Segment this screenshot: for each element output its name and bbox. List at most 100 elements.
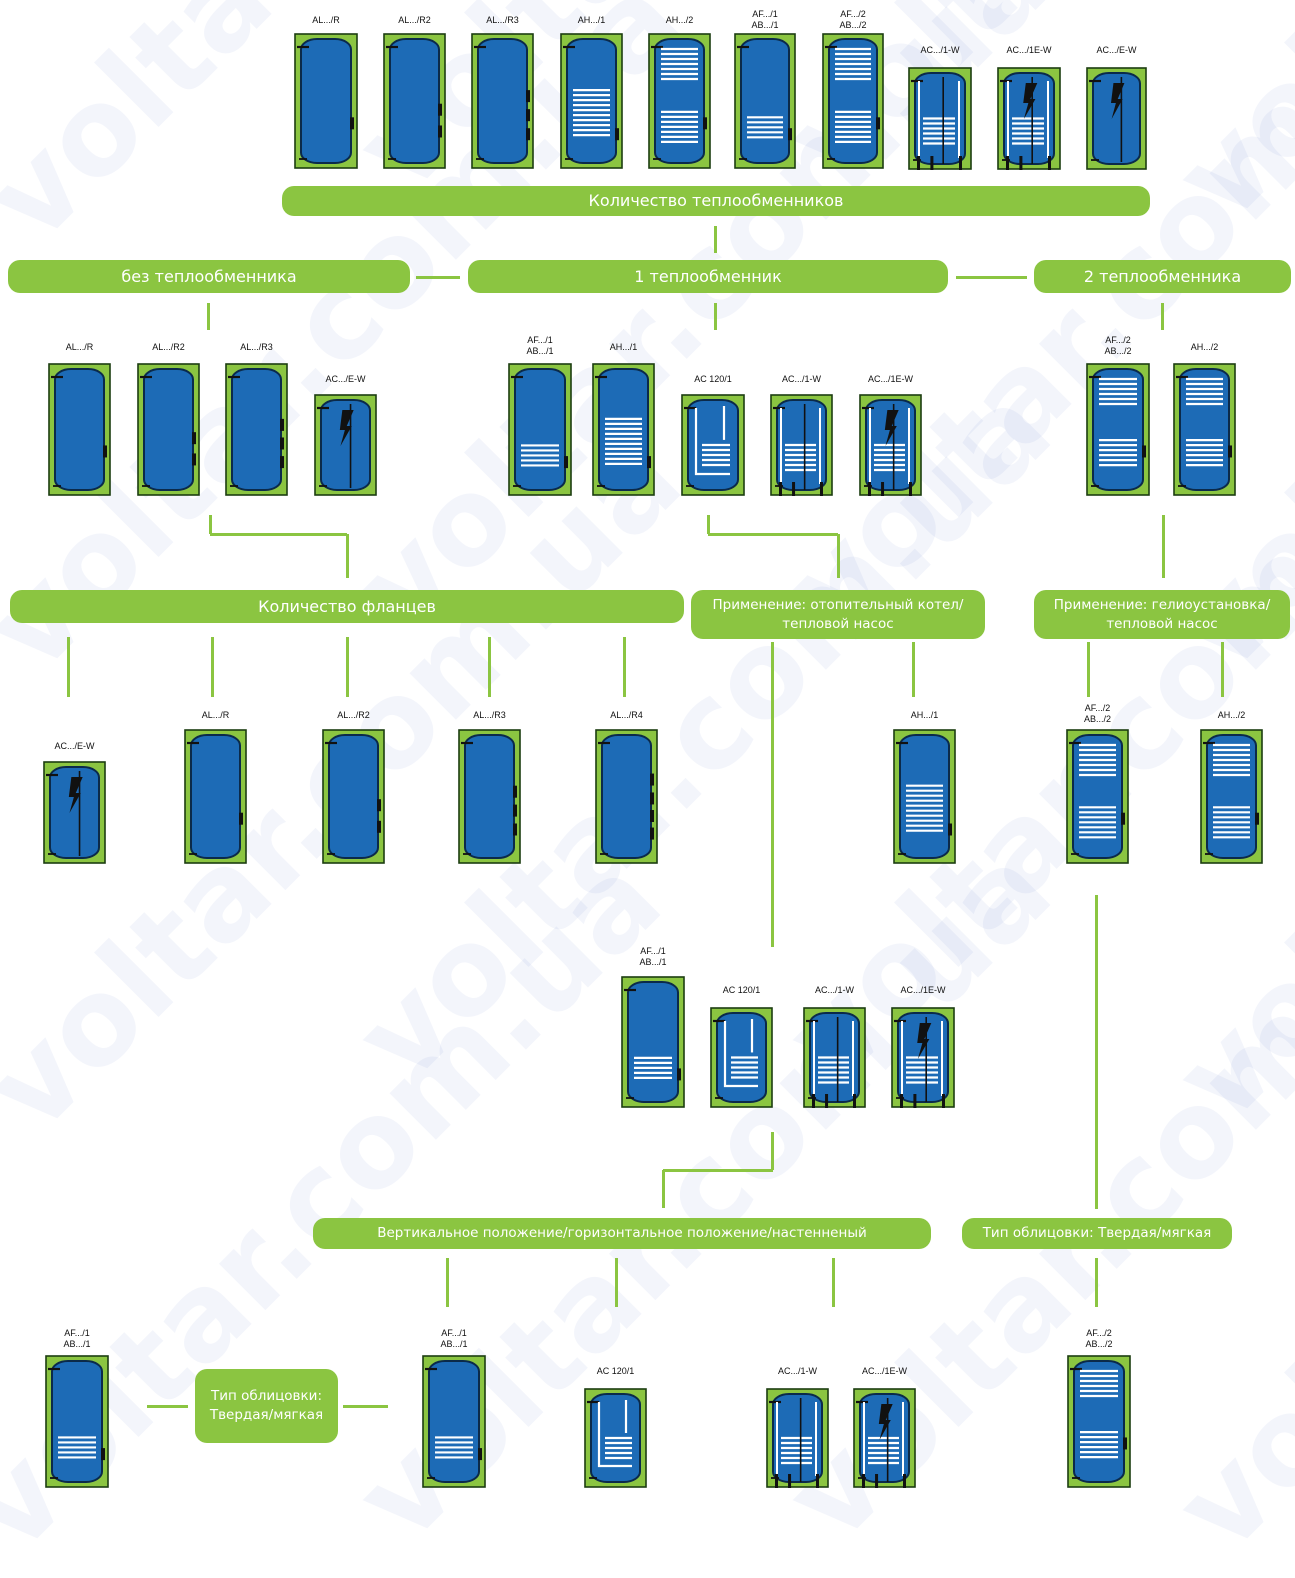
connector-line (661, 1170, 665, 1208)
tank-ac120-icon (584, 1388, 647, 1488)
connector-line (147, 1404, 188, 1408)
tank-r-icon (184, 729, 247, 864)
watermark-text: voltar.com.ua (760, 820, 1295, 1569)
tank-model-label: AL.../R (201, 710, 230, 720)
connector-line (831, 1258, 835, 1307)
tank-model-label: AC 120/1 (596, 1366, 635, 1376)
tank-model-label: AF.../1 AB.../1 (526, 335, 554, 356)
connector-line (208, 515, 212, 534)
pill-hx-count: Количество теплообменников (282, 186, 1150, 216)
tank-ac1ew-icon (859, 394, 922, 496)
tank-model-label: AH.../1 (577, 15, 606, 25)
connector-line (911, 642, 915, 697)
tank-model-label: AL.../R2 (398, 15, 431, 25)
connector-line (345, 534, 349, 578)
pill-no-exchanger: без теплообменника (8, 260, 410, 293)
pill-mounting-position: Вертикальное положение/горизонтальное по… (313, 1218, 931, 1249)
pill-label: Количество теплообменников (588, 191, 844, 210)
connector-line (343, 1404, 388, 1408)
connector-line (1094, 895, 1098, 1209)
tank-model-label: AC 120/1 (722, 985, 761, 995)
tank-acew-icon (1086, 67, 1147, 170)
pill-cladding-type: Тип облицовки: Твердая/мягкая (962, 1218, 1232, 1249)
tank-acew-icon (43, 761, 106, 864)
connector-line (210, 532, 347, 536)
tank-acew-icon (314, 394, 377, 496)
tank-ah1-icon (893, 729, 956, 864)
tank-ac1w-icon (770, 394, 833, 496)
connector-line (614, 1258, 618, 1307)
connector-line (663, 1168, 773, 1172)
tank-model-label: AL.../R (65, 342, 94, 352)
watermark-text: voltar.com.ua (1150, 830, 1295, 1578)
tank-ah2-icon (1173, 363, 1236, 496)
tank-model-label: AF.../1 AB.../1 (751, 9, 779, 30)
pill-label: Тип облицовки: Твердая/мягкая (982, 1225, 1212, 1241)
connector-line (487, 637, 491, 697)
tank-af1-icon (422, 1355, 486, 1488)
tank-model-label: AC.../1-W (920, 45, 960, 55)
pill-label: без теплообменника (121, 266, 297, 286)
tank-model-label: AL.../R2 (152, 342, 185, 352)
tank-model-label: AC 120/1 (694, 374, 732, 384)
tank-ah1-icon (592, 363, 655, 496)
pill-application-boiler: Применение: отопительный котел/ тепловой… (691, 590, 985, 639)
tank-ac1w-icon (766, 1388, 829, 1488)
tank-ah2-icon (1066, 729, 1129, 864)
tank-af1-icon (45, 1355, 109, 1488)
tank-model-label: AC.../1-W (777, 1366, 817, 1376)
tank-model-label: AC.../1E-W (1006, 45, 1052, 55)
tank-model-label: AC.../E-W (325, 374, 366, 384)
pill-label: Применение: отопительный котел/ тепловой… (712, 596, 964, 632)
tank-model-label: AF.../2 AB.../2 (1104, 335, 1132, 356)
pill-two-exchangers: 2 теплообменника (1034, 260, 1291, 293)
connector-line (1220, 642, 1224, 697)
connector-line (622, 637, 626, 697)
connector-line (416, 275, 460, 279)
tank-r2-icon (383, 33, 446, 169)
tank-model-label: AH.../1 (910, 710, 939, 720)
connector-line (1160, 303, 1164, 330)
tank-af1-icon (734, 33, 796, 169)
tank-model-label: AL.../R4 (610, 710, 643, 720)
tank-model-label: AL.../R (312, 15, 340, 25)
tank-model-label: AF.../2 AB.../2 (1083, 703, 1111, 724)
tank-ah2-icon (822, 33, 884, 169)
tank-ac1w-icon (908, 67, 972, 170)
tank-model-label: AH.../2 (1217, 710, 1246, 720)
pill-application-solar: Применение: гелиоустановка/ тепловой нас… (1034, 590, 1290, 639)
connector-line (713, 303, 717, 330)
connector-line (956, 275, 1027, 279)
connector-line (1161, 515, 1165, 578)
tank-ah2-icon (648, 33, 711, 169)
connector-line (1094, 1258, 1098, 1307)
tank-model-label: AC.../1E-W (900, 985, 946, 995)
tank-ac120-icon (710, 1007, 773, 1108)
tank-af1-icon (508, 363, 572, 496)
connector-line (206, 303, 210, 330)
pill-flange-count: Количество фланцев (10, 590, 684, 623)
tank-af1-icon (621, 976, 685, 1108)
tank-model-label: AL.../R2 (337, 710, 370, 720)
pill-label: 2 теплообменника (1083, 266, 1242, 286)
tank-ac1ew-icon (997, 67, 1061, 170)
connector-line (770, 1132, 774, 1170)
tank-model-label: AL.../R3 (473, 710, 506, 720)
tank-model-label: AC.../E-W (54, 741, 95, 751)
tank-ah2-icon (1067, 1355, 1131, 1488)
connector-line (770, 642, 774, 947)
tank-model-label: AF.../2 AB.../2 (1085, 1328, 1113, 1349)
pill-label: Количество фланцев (258, 596, 436, 616)
tank-model-label: AF.../1 AB.../1 (639, 946, 667, 967)
tank-model-label: AC.../1E-W (861, 1366, 907, 1376)
connector-line (1086, 642, 1090, 697)
tank-ah2-icon (1086, 363, 1150, 496)
connector-line (66, 637, 70, 697)
tank-model-label: AL.../R3 (240, 342, 273, 352)
tank-model-label: AF.../1 AB.../1 (440, 1328, 468, 1349)
tank-model-label: AC.../1-W (814, 985, 854, 995)
tank-r3-icon (471, 33, 534, 169)
tank-model-label: AH.../2 (1190, 342, 1219, 352)
tank-ac1ew-icon (891, 1007, 955, 1108)
